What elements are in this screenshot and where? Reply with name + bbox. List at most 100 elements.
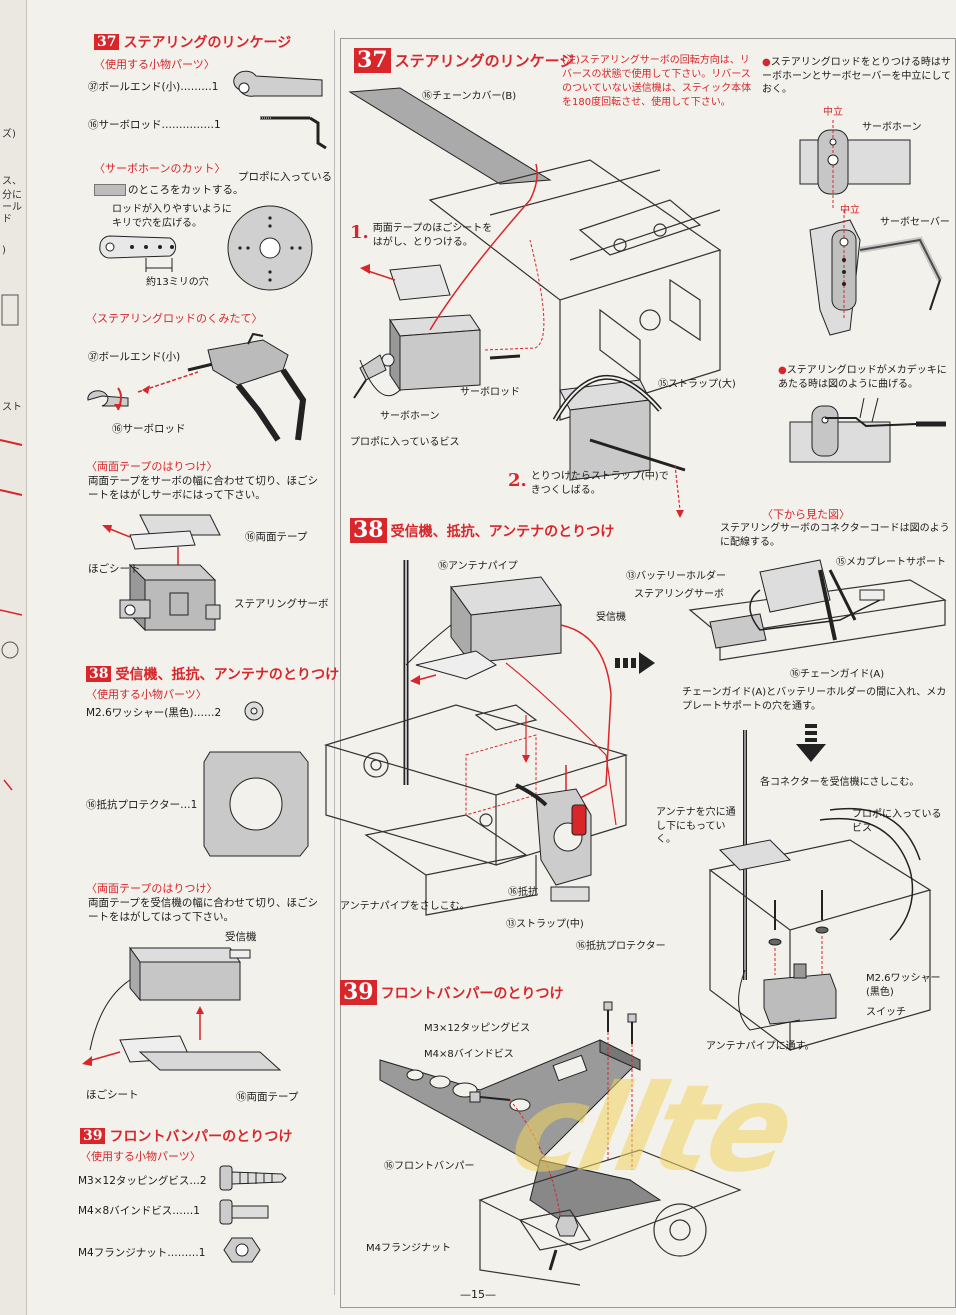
down-arrow-icon <box>796 724 826 762</box>
right-section-38-title: 38 受信機、抵抗、アンテナのとりつけ <box>350 517 615 544</box>
horn-note: ロッドが入りやすいように キリで穴を広げる。 <box>112 204 232 229</box>
label-resistor-protector: ⑯抵抗プロテクター <box>576 941 666 952</box>
part-m3-screw: M3×12タッピングビス…2 <box>78 1175 207 1187</box>
horn-note: のところをカットする。 <box>128 184 244 196</box>
hole-size-label: 約13ミリの穴 <box>146 277 209 288</box>
label-propo-screw: プロポに入っているビス <box>852 809 942 834</box>
step-2: 2. とりつけたらストラップ(中)できつくしばる。 <box>508 470 671 497</box>
section-title: ステアリングのリンケージ <box>123 35 292 51</box>
note-text: ステアリングロッドをとりつける時はサーボホーンとサーボセーバーを中立にしておく。 <box>762 57 952 95</box>
bullet-icon: ● <box>762 57 771 68</box>
step-number: 2. <box>508 470 527 491</box>
washer-icon <box>244 701 264 721</box>
part-servo-rod: ⑯サーボロッド……………1 <box>88 119 221 131</box>
edge-text: ス、 <box>2 176 22 187</box>
edge-text: スト <box>2 402 22 413</box>
section-title: 受信機、抵抗、アンテナのとりつけ <box>390 523 615 540</box>
step-number: 1. <box>350 222 369 243</box>
part-m4-nut: M4フランジナット………1 <box>78 1247 206 1259</box>
label-neutral: 中立 <box>840 205 860 216</box>
note-text: ステアリングロッドがメカデッキにあたる時は図のように曲げる。 <box>778 365 947 390</box>
step-text: 両面テープのほごシートをはがし、とりつける。 <box>372 223 493 248</box>
servo-horn-figure <box>99 205 313 291</box>
servo-tape-figure <box>102 514 221 632</box>
tape-instructions: 両面テープをサーボの幅に合わせて切り、ほごシートをはがしサーボにはって下さい。 <box>88 475 318 502</box>
rod-assembly-figure <box>87 332 307 442</box>
section-number: 38 <box>86 665 112 683</box>
label-battery-holder: ⑬バッテリーホルダー <box>626 571 726 582</box>
label-double-tape: ⑯両面テープ <box>236 1091 299 1103</box>
tape-heading: 〈両面テープのはりつけ〉 <box>86 882 218 895</box>
column-divider <box>334 30 335 1295</box>
edge-text: ズ) <box>2 129 16 140</box>
page-number: —15— <box>460 1288 496 1301</box>
label-backing-sheet: ほごシート <box>86 1089 139 1101</box>
connector-instructions: 各コネクターを受信機にさしこむ。 <box>760 777 920 788</box>
horn-cut-heading: 〈サーボホーンのカット〉 <box>94 162 226 175</box>
label-receiver: 受信機 <box>596 612 626 623</box>
part-m4-screw: M4×8バインドビス……1 <box>78 1205 200 1217</box>
label-strap-medium: ⑬ストラップ(中) <box>506 919 584 930</box>
front-bumper-figure <box>379 1001 742 1286</box>
label-strap-large: ⑮ストラップ(大) <box>658 379 736 390</box>
label-m4-flange-nut: M4フランジナット <box>366 1243 451 1254</box>
reverse-note: (注)ステアリングサーボの回転方向は、リバースの状態で使用して下さい。リバースの… <box>562 55 752 108</box>
next-step-arrow-icon <box>615 652 655 674</box>
edge-text: ) <box>2 245 6 256</box>
parts-heading: 〈使用する小物パーツ〉 <box>86 688 207 701</box>
label-steering-servo: ステアリングサーボ <box>634 589 724 600</box>
label-antenna-through-hole: アンテナを穴に通し下にもっていく。 <box>656 807 736 845</box>
parts-heading: 〈使用する小物パーツ〉 <box>94 58 215 71</box>
horn-note: プロポに入っている <box>238 171 332 183</box>
label-ball-end: ㊲ボールエンド(小) <box>88 351 181 363</box>
edge-text: ール <box>2 202 22 213</box>
steering-linkage-figure <box>348 87 722 518</box>
parts-heading: 〈使用する小物パーツ〉 <box>80 1150 201 1163</box>
label-double-tape: ⑯両面テープ <box>245 531 308 543</box>
label-through-antenna-pipe: アンテナパイプに通す。 <box>706 1041 815 1052</box>
neutral-note: ●ステアリングロッドをとりつける時はサーボホーンとサーボセーバーを中立にしておく… <box>762 56 952 97</box>
bottom-view-heading: 〈下から見た図〉 <box>762 508 850 521</box>
left-section-39-title: 39 フロントバンパーのとりつけ <box>80 1126 292 1146</box>
bend-note: ●ステアリングロッドがメカデッキにあたる時は図のように曲げる。 <box>778 364 954 391</box>
edge-text: ド <box>2 214 12 225</box>
label-chain-cover: ⑯チェーンカバー(B) <box>422 91 517 102</box>
label-washer: M2.6ワッシャー(黒色) <box>866 973 941 998</box>
label-m4-bind-screw: M4×8バインドビス <box>424 1049 514 1060</box>
label-servo-horn: サーボホーン <box>862 122 922 133</box>
label-mecha-plate-support: ⑮メカプレートサポート <box>836 557 946 568</box>
ball-end-rod-figure <box>233 70 327 150</box>
label-propo-screw: プロポに入っているビス <box>350 437 460 448</box>
rod-assembly-heading: 〈ステアリングロッドのくみたて〉 <box>86 312 263 325</box>
label-servo-horn: サーボホーン <box>380 411 440 422</box>
rod-bend-figure <box>789 397 946 463</box>
bumper-parts-figure <box>219 1165 287 1263</box>
step-1: 1. 両面テープのほごシートをはがし、とりつける。 <box>350 222 493 249</box>
label-m3-tapping-screw: M3×12タッピングビス <box>424 1023 531 1034</box>
bullet-icon: ● <box>778 365 787 376</box>
step-text: とりつけたらストラップ(中)できつくしばる。 <box>530 471 669 496</box>
left-section-37-title: 37 ステアリングのリンケージ <box>94 32 291 52</box>
resistor-protector-figure <box>203 751 309 857</box>
cut-area-swatch <box>94 184 126 196</box>
section-number: 38 <box>350 517 387 544</box>
label-insert-antenna-pipe: アンテナパイプをさしこむ。 <box>340 901 470 912</box>
edge-text: 分に <box>2 190 22 201</box>
previous-page-edge: ズ) ス、 分に ール ド ) スト <box>0 0 27 1315</box>
chain-guide-instructions: チェーンガイド(A)とバッテリーホルダーの間に入れ、メカプレートサポートの穴を通… <box>682 687 947 712</box>
label-receiver: 受信機 <box>225 931 257 943</box>
section-title: ステアリングのリンケージ <box>394 52 575 71</box>
label-steering-servo: ステアリングサーボ <box>234 598 329 610</box>
antenna-switch-figure <box>708 730 932 1052</box>
part-ball-end: ㊲ボールエンド(小)………1 <box>88 81 219 93</box>
label-antenna-pipe: ⑯アンテナパイプ <box>438 561 518 572</box>
label-front-bumper: ⑯フロントバンパー <box>384 1161 475 1172</box>
section-number: 37 <box>94 33 120 51</box>
tape-heading: 〈両面テープのはりつけ〉 <box>86 460 218 473</box>
label-backing-sheet: ほごシート <box>88 563 141 575</box>
part-resistor-protector: ⑯抵抗プロテクター…1 <box>86 799 198 811</box>
section-number: 37 <box>354 47 391 74</box>
bottom-view-figure <box>688 559 947 661</box>
part-washer: M2.6ワッシャー(黒色)……2 <box>86 707 222 719</box>
